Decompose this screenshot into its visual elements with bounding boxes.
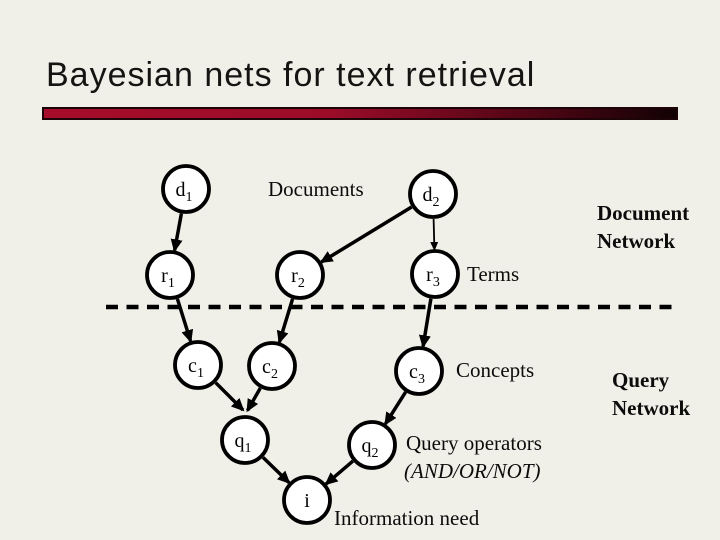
node-r3-subscript: 3 [433, 275, 440, 290]
edge-r2-to-c2 [276, 298, 295, 345]
node-q1: q1 [220, 415, 270, 465]
label-terms: Terms [467, 262, 519, 286]
node-c3-circle [394, 346, 444, 396]
title-accent-bar [42, 107, 678, 120]
label-document-network-line1: Document [597, 201, 689, 225]
node-q1-label: q1 [235, 430, 252, 456]
label-concepts: Concepts [456, 358, 534, 382]
node-r2: r2 [275, 250, 325, 300]
label-query-network-line1: Query [612, 368, 670, 392]
edge-q1-to-i [261, 456, 291, 484]
node-r2-label: r2 [291, 265, 305, 291]
node-c3: c3 [394, 346, 444, 396]
edge-r1-to-c1 [175, 298, 194, 344]
edge-c3-to-q2 [383, 391, 408, 426]
node-d2-subscript: 2 [433, 195, 440, 210]
label-query-operators-detail: (AND/OR/NOT) [404, 459, 541, 483]
edge-c1-to-q1 [214, 381, 245, 412]
node-r1-subscript: 1 [168, 276, 175, 291]
node-c1-circle [173, 340, 223, 390]
node-r3-circle [410, 249, 460, 299]
node-q2-circle [347, 420, 397, 470]
node-c1: c1 [173, 340, 223, 390]
node-q1-subscript: 1 [245, 441, 252, 456]
label-document-network-line2: Network [597, 229, 675, 253]
node-r3: r3 [410, 249, 460, 299]
node-d2-circle [408, 169, 458, 219]
edge-d1-to-r1 [170, 213, 184, 253]
node-d1-label: d1 [176, 179, 193, 205]
node-c2-subscript: 2 [271, 367, 278, 382]
node-r1-label: r1 [161, 265, 175, 291]
node-r3-label: r3 [426, 264, 440, 290]
node-c2-circle [247, 341, 297, 391]
node-c1-label: c1 [188, 355, 204, 381]
node-c2: c2 [247, 341, 297, 391]
node-r2-subscript: 2 [298, 276, 305, 291]
node-r2-circle [275, 250, 325, 300]
node-i-circle [282, 475, 332, 525]
node-c1-subscript: 1 [197, 366, 204, 381]
label-documents: Documents [268, 177, 364, 201]
label-query-network-line2: Network [612, 396, 690, 420]
slide-title: Bayesian nets for text retrieval [46, 56, 536, 94]
edge-r3-to-c3 [418, 298, 433, 349]
node-d1-circle [161, 164, 211, 214]
edge-q2-to-i [324, 459, 355, 486]
node-d1-subscript: 1 [186, 190, 193, 205]
edge-c2-to-q1 [245, 387, 262, 413]
node-c3-subscript: 3 [418, 372, 425, 387]
node-q1-circle [220, 415, 270, 465]
edge-d2-to-r2 [319, 205, 413, 264]
node-i-label: i [304, 490, 310, 512]
node-i: i [282, 475, 332, 525]
node-r1-circle [145, 250, 195, 300]
label-information-need: Information need [334, 506, 480, 530]
node-c2-label: c2 [262, 356, 278, 382]
node-d2: d2 [408, 169, 458, 219]
node-c3-label: c3 [409, 361, 425, 387]
node-r1: r1 [145, 250, 195, 300]
label-query-operators: Query operators [406, 431, 542, 455]
node-d1: d1 [161, 164, 211, 214]
node-q2-label: q2 [362, 435, 379, 461]
edge-d2-to-r3 [430, 218, 439, 251]
node-d2-label: d2 [423, 184, 440, 210]
node-q2-subscript: 2 [372, 446, 379, 461]
node-q2: q2 [347, 420, 397, 470]
